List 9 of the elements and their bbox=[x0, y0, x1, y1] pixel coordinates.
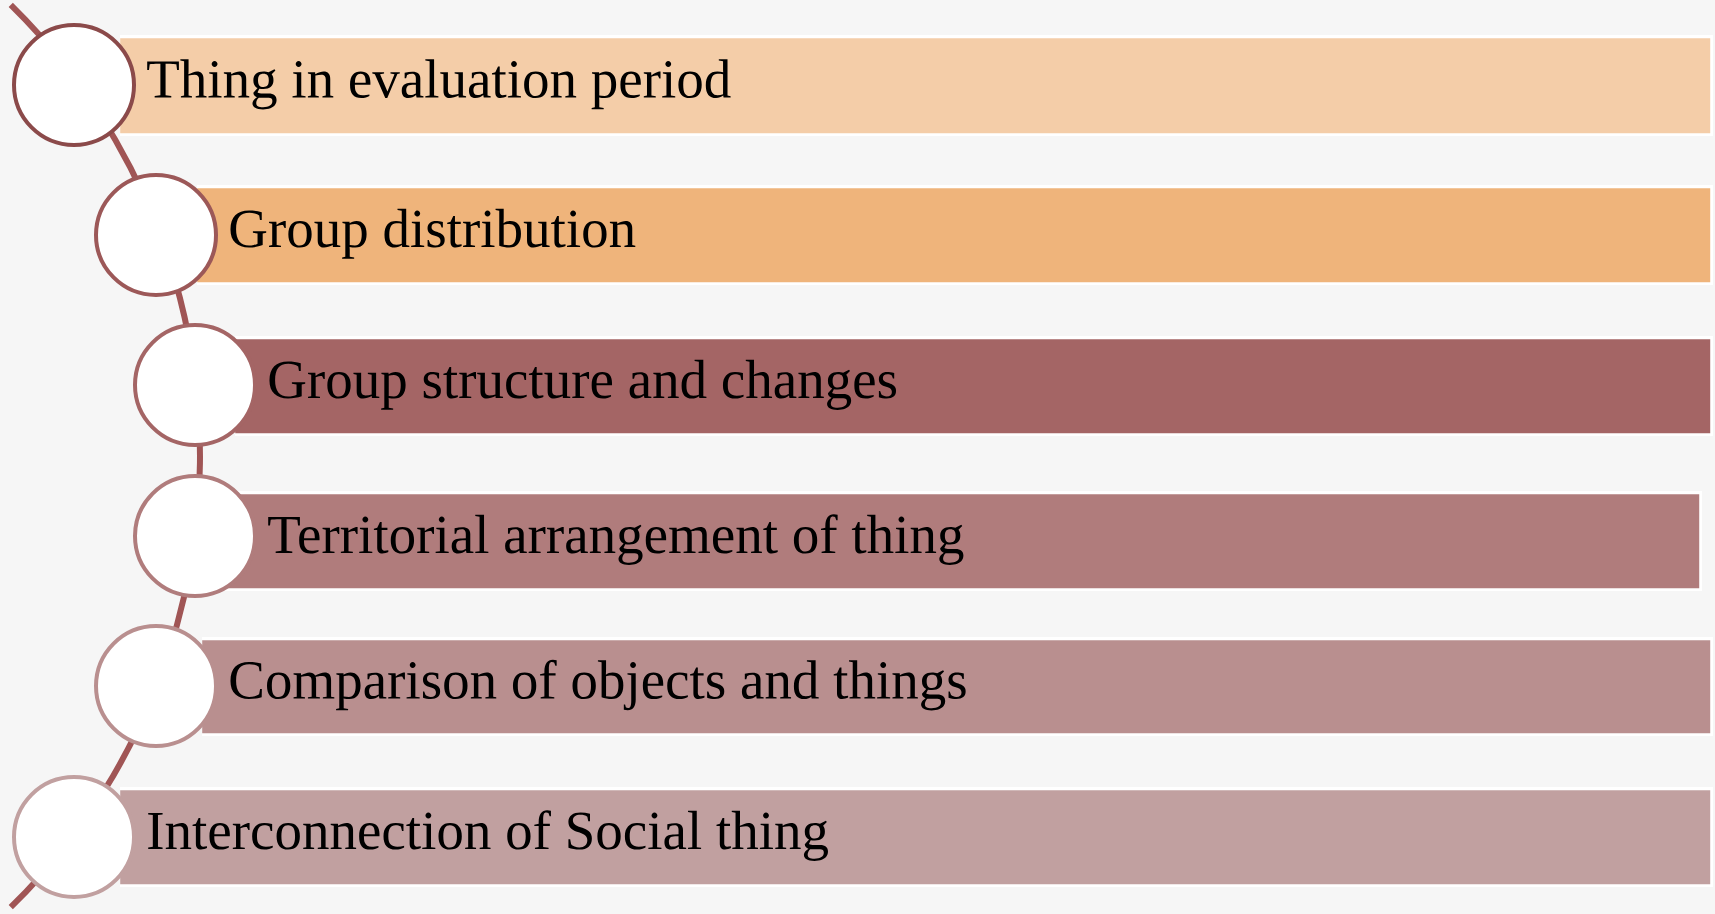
circle-marker bbox=[94, 173, 218, 297]
circle-marker bbox=[12, 23, 136, 147]
node-label: Group distribution bbox=[230, 208, 636, 259]
node-label: Interconnection of Social thing bbox=[148, 810, 828, 861]
node-label: Territorial arrangement of thing bbox=[268, 514, 964, 565]
node-label: Thing in evaluation period bbox=[147, 59, 731, 110]
circle-marker bbox=[12, 775, 136, 899]
node-label: Comparison of objects and things bbox=[230, 659, 966, 711]
node-label: Group structure and changes bbox=[269, 359, 897, 410]
